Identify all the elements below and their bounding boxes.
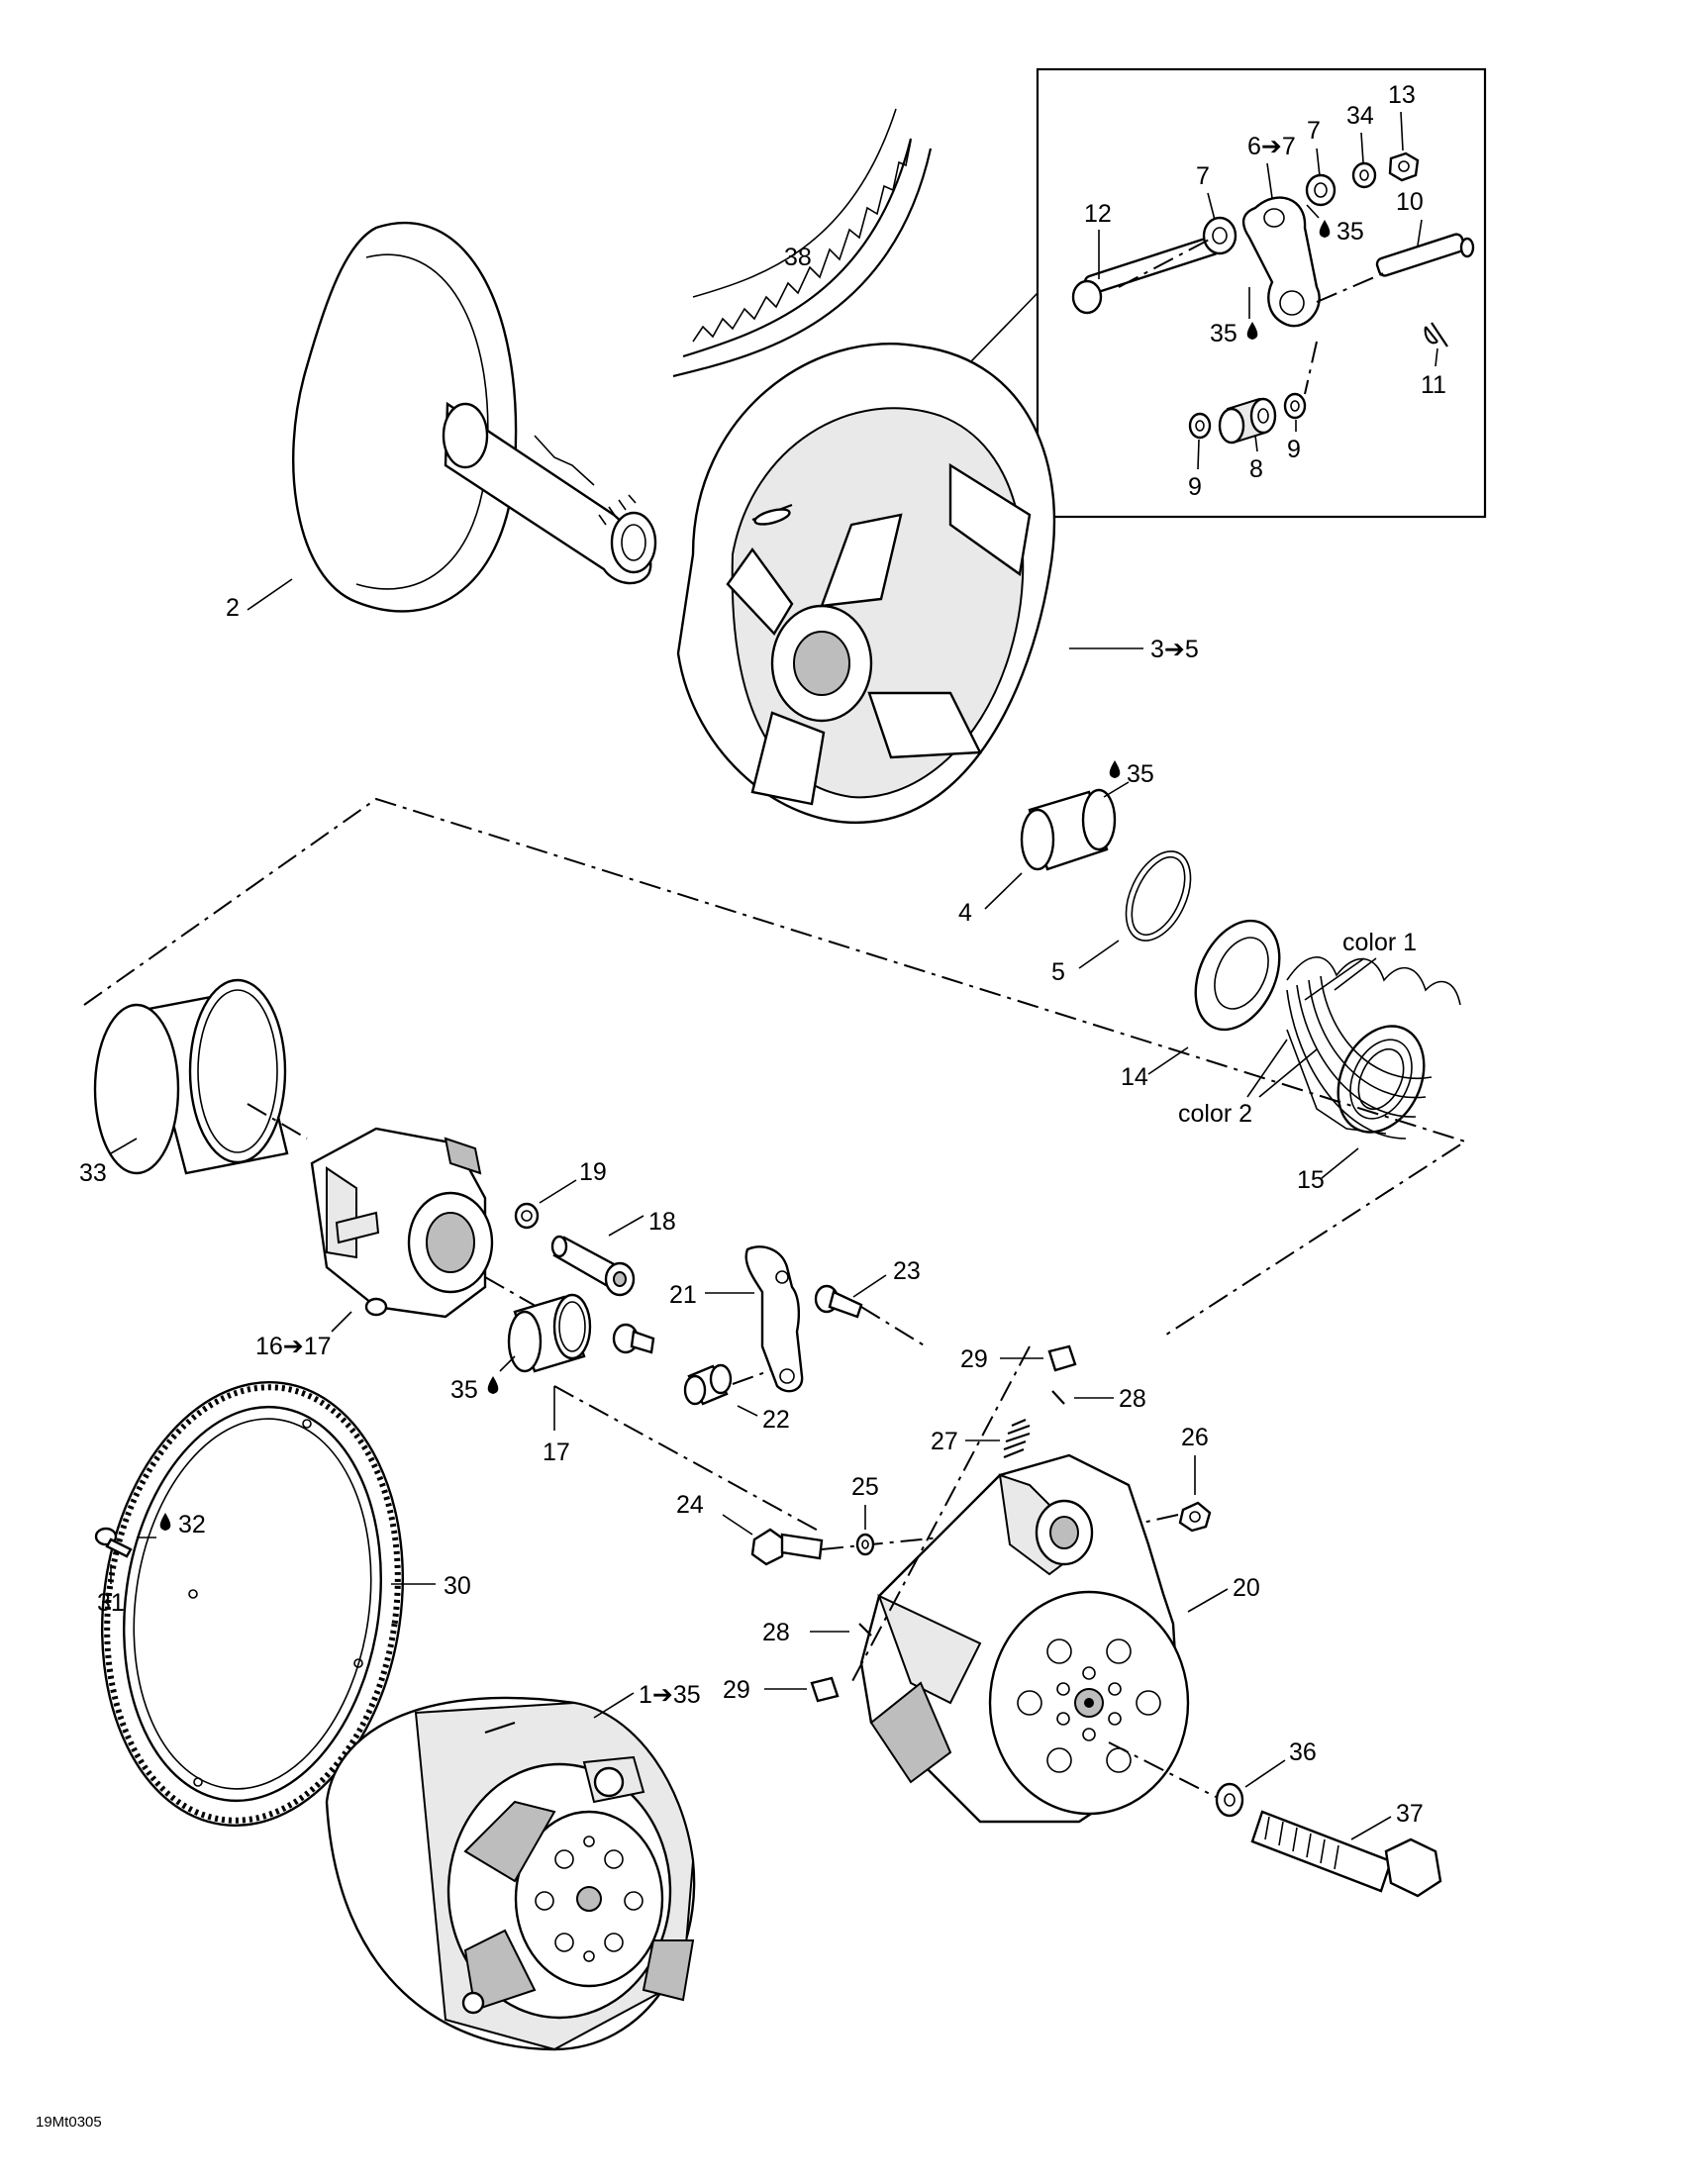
label-7-right: 7 [1307, 117, 1321, 145]
part-31-screw [94, 1527, 133, 1558]
label-8: 8 [1249, 455, 1263, 483]
label-35-inset-a: 35 [1336, 218, 1364, 246]
label-18: 18 [648, 1208, 676, 1236]
part-14-spring-seat [1194, 919, 1281, 1032]
label-32: 32 [178, 1511, 206, 1539]
label-3-5: 3➔5 [1150, 636, 1199, 663]
part-7-bushing-left [1202, 216, 1238, 255]
label-4: 4 [958, 899, 972, 927]
figure-code: 19Mt0305 [36, 2114, 102, 2131]
oil-drop-icon [1109, 760, 1121, 778]
part-7-bushing-right [1305, 173, 1336, 207]
part-24-bolt [750, 1528, 824, 1566]
label-29-bottom: 29 [723, 1676, 750, 1704]
label-16-17: 16➔17 [255, 1333, 332, 1360]
part-5-retaining-ring [1125, 850, 1192, 942]
part-3-movable-sheave [676, 343, 1056, 825]
label-10: 10 [1396, 188, 1424, 216]
part-4-bushing [1020, 788, 1117, 871]
part-29-pin-bottom [810, 1676, 840, 1703]
part-28-ring-bottom [858, 1623, 872, 1637]
part-26-nut [1178, 1501, 1212, 1533]
label-5: 5 [1051, 958, 1065, 986]
label-26: 26 [1181, 1424, 1209, 1451]
assembly-group-outline [83, 797, 1468, 1338]
label-37: 37 [1396, 1800, 1424, 1828]
label-27: 27 [931, 1428, 958, 1455]
oil-drop-icon [487, 1376, 499, 1394]
part-20-governor-cup [859, 1453, 1190, 1824]
label-33: 33 [79, 1159, 107, 1187]
part-30-ring-gear [100, 1381, 405, 1827]
part-10-pin [1375, 233, 1475, 277]
part-shoulder-bolt [612, 1323, 655, 1354]
label-7-left: 7 [1196, 162, 1210, 190]
part-23-screw [814, 1284, 863, 1319]
part-9-washer-right [1283, 392, 1307, 420]
part-12-pin [1071, 235, 1221, 315]
label-35-bushing: 35 [1127, 760, 1154, 788]
part-28-ring-top [1051, 1390, 1065, 1405]
label-29-top: 29 [960, 1345, 988, 1373]
label-35-inset-b: 35 [1210, 320, 1238, 347]
label-1-35: 1➔35 [639, 1681, 701, 1709]
part-18-screw [550, 1235, 636, 1297]
label-31: 31 [97, 1589, 125, 1617]
label-22: 22 [762, 1406, 790, 1434]
label-25: 25 [851, 1473, 879, 1501]
part-16-spider [310, 1127, 494, 1319]
part-37-bolt [1250, 1810, 1442, 1898]
label-13: 13 [1388, 81, 1416, 109]
part-17-bushing [507, 1293, 592, 1373]
part-2-fixed-sheave [292, 221, 657, 613]
label-14: 14 [1121, 1063, 1148, 1091]
part-13-nut [1388, 151, 1420, 182]
label-12: 12 [1084, 200, 1112, 228]
label-36: 36 [1289, 1738, 1317, 1766]
label-9-left: 9 [1188, 473, 1202, 501]
label-34: 34 [1346, 102, 1374, 130]
part-11-cotter-pin [1424, 322, 1448, 347]
part-1-complete-clutch [325, 1696, 696, 2051]
part-8-roller [1218, 397, 1277, 445]
label-23: 23 [893, 1257, 921, 1285]
label-30: 30 [444, 1572, 471, 1600]
part-19-washer [514, 1202, 540, 1230]
label-38: 38 [784, 244, 812, 271]
label-9-right: 9 [1287, 436, 1301, 463]
part-27-spring [1003, 1418, 1031, 1459]
label-28-bottom: 28 [762, 1619, 790, 1646]
label-color-2: color 2 [1178, 1100, 1252, 1128]
part-25-washer [855, 1533, 875, 1556]
label-color-1: color 1 [1342, 929, 1417, 956]
label-35-spider: 35 [450, 1376, 478, 1404]
label-17: 17 [543, 1439, 570, 1466]
part-34-washer [1351, 161, 1377, 189]
part-6-lever-arm [1241, 196, 1321, 328]
part-38-drive-belt [672, 108, 933, 378]
part-29-pin-top [1047, 1344, 1077, 1372]
part-21-roller-arm [744, 1245, 804, 1393]
label-21: 21 [669, 1281, 697, 1309]
oil-drop-icon [1246, 322, 1258, 340]
part-36-washer [1215, 1782, 1244, 1818]
label-19: 19 [579, 1158, 607, 1186]
label-6-7: 6➔7 [1247, 133, 1296, 160]
oil-drop-icon [159, 1513, 171, 1531]
label-20: 20 [1233, 1574, 1260, 1602]
part-33-sleeve [93, 978, 289, 1175]
label-11: 11 [1421, 371, 1446, 399]
part-15-spring [1286, 956, 1461, 1140]
part-9-washer-left [1188, 412, 1212, 440]
label-2: 2 [226, 594, 240, 622]
label-28-top: 28 [1119, 1385, 1146, 1413]
label-24: 24 [676, 1491, 704, 1519]
part-22-roller [683, 1363, 733, 1406]
label-15: 15 [1297, 1166, 1325, 1194]
oil-drop-icon [1319, 220, 1331, 238]
